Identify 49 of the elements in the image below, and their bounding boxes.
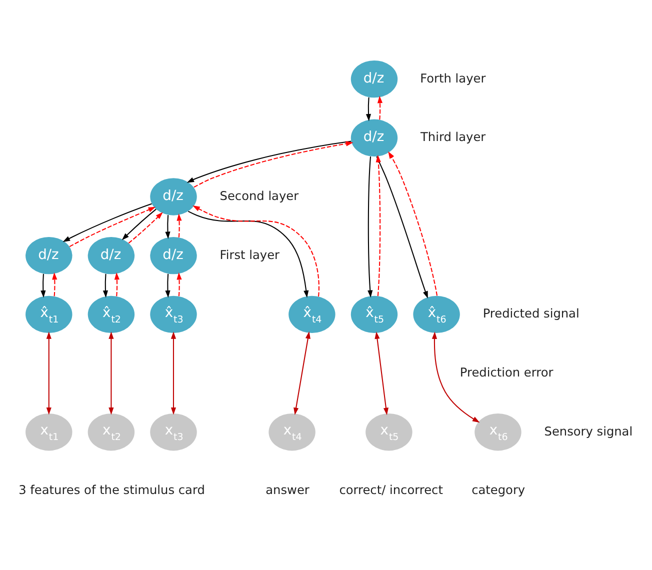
node-ellipse: x̂$_{t5}$ bbox=[350, 296, 398, 334]
arrow bbox=[176, 213, 182, 238]
label: Sensory signal bbox=[544, 424, 633, 438]
arrow bbox=[366, 97, 372, 122]
arrow bbox=[376, 156, 428, 298]
node-ellipse: d/z bbox=[88, 236, 135, 274]
label: 3 features of the stimulus card bbox=[18, 483, 205, 498]
arrow bbox=[114, 272, 120, 296]
arrow bbox=[388, 151, 438, 296]
arrow bbox=[376, 154, 381, 296]
arrow bbox=[432, 332, 480, 423]
label: First layer bbox=[220, 248, 280, 262]
arrow bbox=[69, 206, 156, 248]
arrow bbox=[165, 215, 170, 239]
node-ellipse: x̂$_{t2}$ bbox=[88, 296, 135, 334]
arrow bbox=[368, 156, 373, 298]
arrow bbox=[176, 272, 182, 296]
label: answer bbox=[266, 483, 310, 498]
node-ellipse: d/z bbox=[350, 119, 398, 156]
label: Forth layer bbox=[420, 71, 486, 86]
arrow bbox=[108, 332, 114, 415]
label: Predicted signal bbox=[482, 306, 580, 321]
arrow bbox=[294, 331, 310, 416]
arrow bbox=[165, 274, 170, 298]
arrow bbox=[374, 332, 389, 416]
arrow bbox=[102, 274, 108, 298]
label: Prediction error bbox=[460, 365, 554, 380]
node-ellipse: d/z bbox=[350, 60, 398, 98]
arrow bbox=[194, 141, 354, 188]
label: Third layer bbox=[420, 130, 486, 144]
arrow bbox=[377, 96, 383, 120]
arrow bbox=[122, 208, 156, 240]
node-ellipse: x̂$_{t3}$ bbox=[150, 296, 197, 334]
node-ellipse: x̂$_{t1}$ bbox=[26, 296, 72, 334]
arrow bbox=[192, 206, 320, 297]
label: correct/ incorrect bbox=[339, 483, 443, 498]
node-ellipse: x̂$_{t4}$ bbox=[288, 296, 336, 334]
arrow bbox=[186, 140, 352, 183]
label: category bbox=[472, 483, 526, 498]
node-ellipse: d/z bbox=[150, 236, 197, 274]
arrow bbox=[62, 203, 152, 242]
arrow bbox=[52, 272, 58, 296]
label: Second layer bbox=[220, 188, 299, 203]
arrow bbox=[40, 274, 46, 298]
arrow bbox=[188, 210, 309, 298]
arrow bbox=[46, 332, 52, 415]
arrow bbox=[170, 332, 176, 415]
node-ellipse: x̂$_{t6}$ bbox=[413, 296, 460, 334]
arrow bbox=[128, 212, 163, 244]
